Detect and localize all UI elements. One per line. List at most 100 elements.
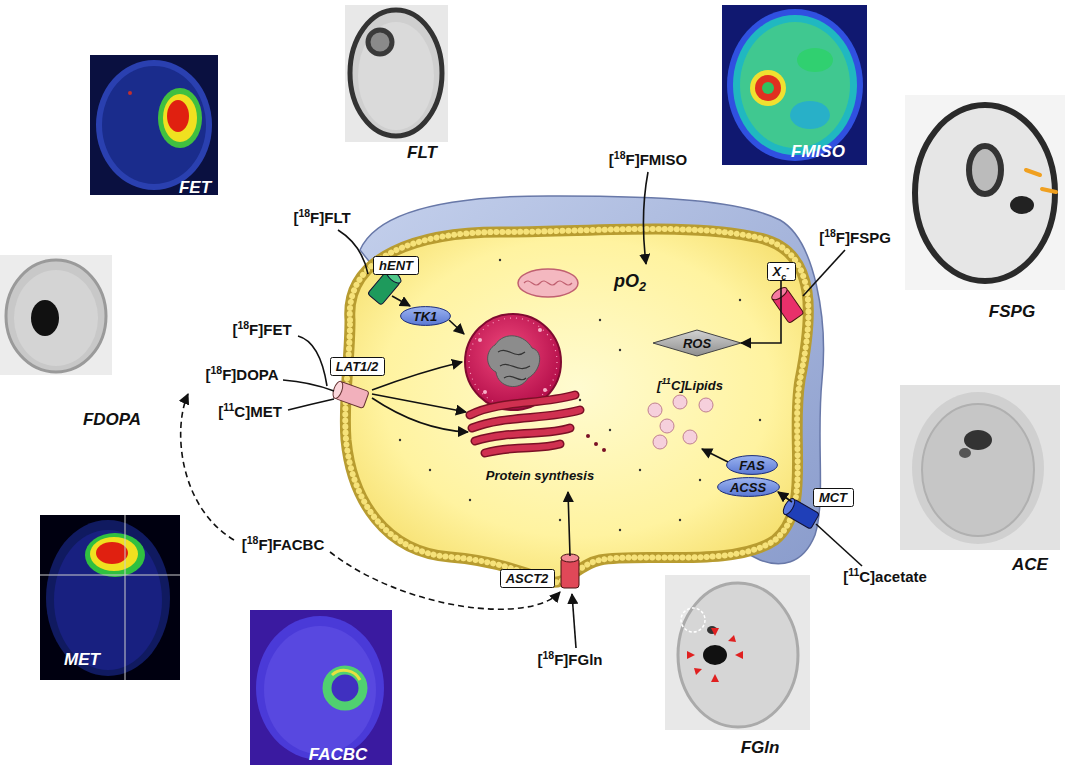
text-piece: FET bbox=[179, 178, 211, 197]
text-piece: F]FGln bbox=[554, 651, 602, 668]
fmiso-pet-image bbox=[750, 70, 786, 106]
nucleus bbox=[469, 318, 557, 406]
ros-diamond: ROS bbox=[653, 330, 741, 356]
fgln-pet-image bbox=[687, 628, 743, 682]
pathway-arrow bbox=[568, 492, 570, 556]
tracer-label: [18F]FACBC bbox=[242, 536, 325, 553]
fdopa-pet-image bbox=[14, 270, 98, 366]
fet-pet-image bbox=[128, 91, 132, 95]
text-piece: F]FET bbox=[249, 321, 292, 338]
fgln-pet-image bbox=[681, 608, 705, 632]
endoplasmic-reticulum bbox=[470, 395, 580, 453]
tracer-label: [18F]FET bbox=[232, 321, 291, 338]
cytoplasm-dot bbox=[399, 439, 401, 441]
node-text: ROS bbox=[683, 336, 711, 351]
fspg-pet-image bbox=[969, 146, 1001, 194]
nucleus bbox=[483, 390, 487, 394]
mitochondrion bbox=[518, 269, 578, 297]
text-piece: [ bbox=[232, 321, 237, 338]
image-label: FLT bbox=[407, 143, 437, 163]
lipid-droplet bbox=[660, 419, 674, 433]
transporter-cylinder bbox=[331, 380, 369, 409]
pathway-arrow bbox=[643, 172, 648, 264]
text-piece: ASCT2 bbox=[506, 571, 549, 586]
facbc-pet-image bbox=[250, 610, 392, 765]
mitochondrion bbox=[518, 269, 578, 297]
text-piece: [ bbox=[293, 209, 298, 226]
ace-pet-image bbox=[922, 404, 1034, 536]
fgln-pet-image bbox=[678, 583, 798, 727]
cytoplasm-dot bbox=[559, 519, 561, 521]
text-piece: 18 bbox=[542, 649, 554, 661]
node-text: FAS bbox=[739, 458, 764, 473]
tracer-label: [18F]FGln bbox=[537, 651, 602, 668]
fgln-pet-image bbox=[665, 575, 810, 730]
text-piece: 18 bbox=[247, 534, 259, 546]
text-piece: [ bbox=[218, 403, 223, 420]
image-label: FDOPA bbox=[83, 410, 141, 430]
cell bbox=[331, 196, 823, 588]
text-piece: F]DOPA bbox=[222, 366, 278, 383]
facbc-pet-image bbox=[264, 626, 376, 754]
lipid-droplet bbox=[699, 398, 713, 412]
fmiso-pet-image bbox=[762, 82, 774, 94]
met-pet-image bbox=[96, 542, 128, 564]
pathway-arrow bbox=[803, 250, 845, 296]
facbc-pet-image bbox=[327, 670, 363, 706]
cytoplasm-dot bbox=[699, 479, 701, 481]
image-label: FMISO bbox=[791, 142, 845, 162]
cytoplasm-dot bbox=[619, 529, 621, 531]
tracer-label: [18F]FLT bbox=[293, 209, 350, 226]
nucleus bbox=[488, 336, 540, 387]
text-piece: MCT bbox=[819, 490, 847, 505]
fet-pet-image bbox=[96, 60, 212, 190]
image-label: FACBC bbox=[309, 745, 368, 765]
text-piece: FMISO bbox=[791, 142, 845, 161]
lipid-droplet bbox=[653, 435, 667, 449]
cytoplasm-dot bbox=[739, 299, 741, 301]
fgln-pet-image bbox=[665, 575, 810, 730]
cytoplasm-dot bbox=[429, 469, 431, 471]
fmiso-pet-image bbox=[740, 22, 850, 148]
text-piece: MET bbox=[64, 650, 100, 669]
fmiso-pet-image bbox=[733, 15, 857, 155]
fdopa-pet-image bbox=[31, 300, 59, 336]
fmiso-pet-image bbox=[727, 9, 863, 161]
enzyme-shape bbox=[717, 478, 779, 497]
endoplasmic-reticulum bbox=[594, 442, 598, 446]
fdopa-pet-image bbox=[0, 255, 112, 375]
node-text: LAT1/2 bbox=[336, 359, 378, 374]
text-piece: ROS bbox=[683, 336, 711, 351]
text-piece: [ bbox=[537, 651, 542, 668]
mitochondrion bbox=[524, 281, 572, 285]
image-label: MET bbox=[64, 650, 100, 670]
label-box bbox=[330, 357, 384, 375]
ace-pet-image bbox=[959, 448, 971, 458]
text-piece: pO bbox=[614, 271, 639, 291]
nucleus bbox=[498, 350, 530, 379]
text-piece: C]MET bbox=[234, 403, 282, 420]
endoplasmic-reticulum bbox=[586, 434, 590, 438]
lipid-droplet bbox=[683, 430, 697, 444]
tracer-label: [18F]DOPA bbox=[205, 366, 278, 383]
label-box bbox=[813, 488, 853, 506]
text-piece: [ bbox=[242, 536, 247, 553]
pathway-arrow bbox=[778, 492, 792, 502]
met-pet-image bbox=[85, 533, 145, 577]
nucleus bbox=[543, 388, 547, 392]
endoplasmic-reticulum bbox=[470, 395, 580, 453]
node-text: MCT bbox=[819, 490, 847, 505]
text-piece: FAS bbox=[739, 458, 764, 473]
lipid-droplet bbox=[648, 395, 713, 449]
pathway-arrow bbox=[449, 320, 464, 334]
pathway-arrow bbox=[372, 394, 466, 412]
text-piece: 18 bbox=[210, 364, 222, 376]
fdopa-pet-image bbox=[0, 255, 112, 375]
image-label: FGln bbox=[741, 738, 780, 758]
diamond-shape bbox=[653, 330, 741, 356]
text-piece: [ bbox=[657, 378, 661, 393]
cytoplasm-dot bbox=[469, 499, 471, 501]
compartment-label: pO2 bbox=[614, 271, 646, 292]
